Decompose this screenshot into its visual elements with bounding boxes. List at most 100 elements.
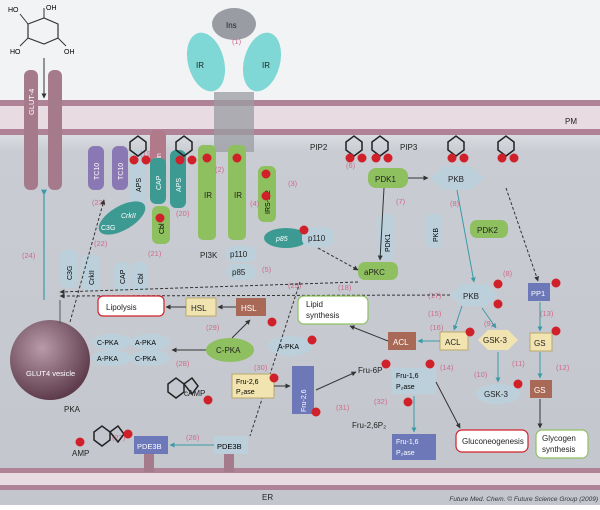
step-1: (1)	[232, 37, 242, 46]
step-6: (6)	[346, 161, 356, 170]
glut4-transporter	[24, 70, 62, 190]
apka-camp-label: A-PKA	[278, 344, 299, 351]
pka-holoenzyme	[92, 334, 170, 366]
step-9: (9)	[484, 319, 494, 328]
insulin-ligand	[212, 8, 256, 40]
pdk1-label-cytosol: PDK1	[385, 234, 392, 252]
pdk2-label: PDK2	[477, 226, 498, 235]
fru16-label-inactive: Fru-1,6	[396, 439, 419, 446]
lipolysis-label: Lipolysis	[106, 303, 137, 312]
pkb-active	[450, 284, 498, 306]
step-14: (14)	[440, 363, 454, 372]
ir-beta-label-right: IR	[234, 191, 242, 200]
pi3k-label: PI3K	[200, 251, 218, 260]
svg-text:HO: HO	[8, 7, 19, 14]
p2ase-label-inactive-2: P₂ase	[396, 450, 415, 457]
fru26-p2ase-active	[292, 366, 314, 414]
cpka-label-1: C-PKA	[97, 340, 119, 347]
step-2: (2)	[215, 165, 225, 174]
glut4-vesicle-label: GLUT4 vesicle	[26, 369, 75, 378]
pip3-label: PIP3	[400, 143, 418, 152]
aps-right	[170, 150, 186, 208]
step-7: (7)	[396, 197, 406, 206]
step-19: (19)	[140, 149, 154, 158]
fru16-p2ase-inactive	[392, 434, 436, 460]
camp-molecule	[167, 376, 199, 399]
step-5: (5)	[262, 265, 272, 274]
er-membrane	[0, 468, 600, 490]
pde3b-anchor-active	[144, 454, 154, 472]
apkc-label: aPKC	[364, 268, 385, 277]
pde3b-inactive	[214, 436, 248, 454]
fru26p2-label: Fru-2,6P₂	[352, 421, 386, 430]
lipid-label: Lipid	[306, 300, 323, 309]
amp-label: AMP	[72, 449, 89, 458]
pdk1-membrane	[368, 168, 408, 188]
gluconeogenesis-label: Gluconeogenesis	[462, 437, 524, 446]
pka-label: PKA	[64, 405, 81, 414]
svg-text:OH: OH	[64, 49, 75, 56]
lipid-synthesis-box	[297, 295, 369, 325]
pkb-active-label: PKB	[463, 292, 479, 301]
c3g-label-cytosol: C3G	[67, 266, 74, 280]
cbl-cytosol	[132, 262, 148, 292]
step-12: (12)	[556, 363, 570, 372]
er-label: ER	[262, 493, 273, 502]
c3g-cytosol	[60, 250, 78, 288]
step-18: (18)	[338, 283, 352, 292]
c3g-label: C3G	[101, 225, 115, 232]
step-11: (11)	[512, 359, 525, 368]
step-10: (10)	[474, 370, 488, 379]
p110-label-bound: p110	[308, 234, 326, 243]
p2ase-label-inactive: P₂ase	[236, 389, 255, 396]
c3g-crkii-complex	[98, 201, 146, 235]
step-29: (29)	[206, 323, 220, 332]
pip-headgroups	[129, 135, 515, 157]
gsk3-inactive-label: GSK-3	[484, 390, 509, 399]
crkii-label: CrkII	[121, 213, 136, 220]
cpka-label-2: C-PKA	[135, 356, 157, 363]
step-8b: (8)	[503, 269, 513, 278]
glut4-label: GLUT-4	[27, 89, 36, 115]
gs-active-label: GS	[534, 339, 546, 348]
pde3b-active-label: PDE3B	[137, 442, 162, 451]
pm-label: PM	[565, 117, 577, 126]
pdk1-label: PDK1	[375, 175, 396, 184]
step-13: (13)	[540, 309, 554, 318]
ir-beta-label-left: IR	[204, 191, 212, 200]
step-31: (31)	[336, 403, 350, 412]
step-25: (25)	[288, 281, 302, 290]
insulin-receptor-alpha-right	[242, 32, 282, 92]
lipolysis-box	[97, 295, 165, 317]
p110-label-free: p110	[230, 250, 248, 259]
pkb-label: PKB	[448, 175, 464, 184]
glycogen-synthesis-label: synthesis	[542, 445, 575, 454]
pdk2	[470, 220, 508, 238]
fru26-label-inactive: Fru-2,6	[236, 379, 259, 386]
plasma-membrane	[0, 100, 600, 135]
hsl-inactive-label: HSL	[241, 304, 257, 313]
fru16-p2ase-active	[392, 368, 436, 394]
apka-camp	[268, 336, 312, 356]
svg-text:HO: HO	[10, 49, 21, 56]
fru6p-label: Fru-6P	[358, 366, 382, 375]
apka-label-2: A-PKA	[97, 356, 118, 363]
glucose-molecule: HO OH OH HO	[8, 5, 75, 56]
irs-label: IRS-1/2	[265, 190, 272, 214]
tc10-label-left: TC10	[94, 163, 101, 180]
gsk3-active	[478, 330, 518, 350]
cap-label-cytosol: CAP	[120, 269, 127, 284]
pkb-label-cytosol: PKB	[433, 228, 440, 242]
glut4-vesicle	[10, 320, 90, 400]
svg-text:OH: OH	[46, 5, 57, 12]
ir-transmembrane	[214, 92, 254, 152]
aps-label-right: APS	[176, 178, 183, 192]
pde3b-active	[134, 436, 168, 454]
step-32: (32)	[374, 397, 388, 406]
apka-label-1: A-PKA	[135, 340, 156, 347]
ir-label-right: IR	[262, 61, 270, 70]
step-21: (21)	[148, 249, 162, 258]
pkb-membrane	[430, 166, 484, 190]
